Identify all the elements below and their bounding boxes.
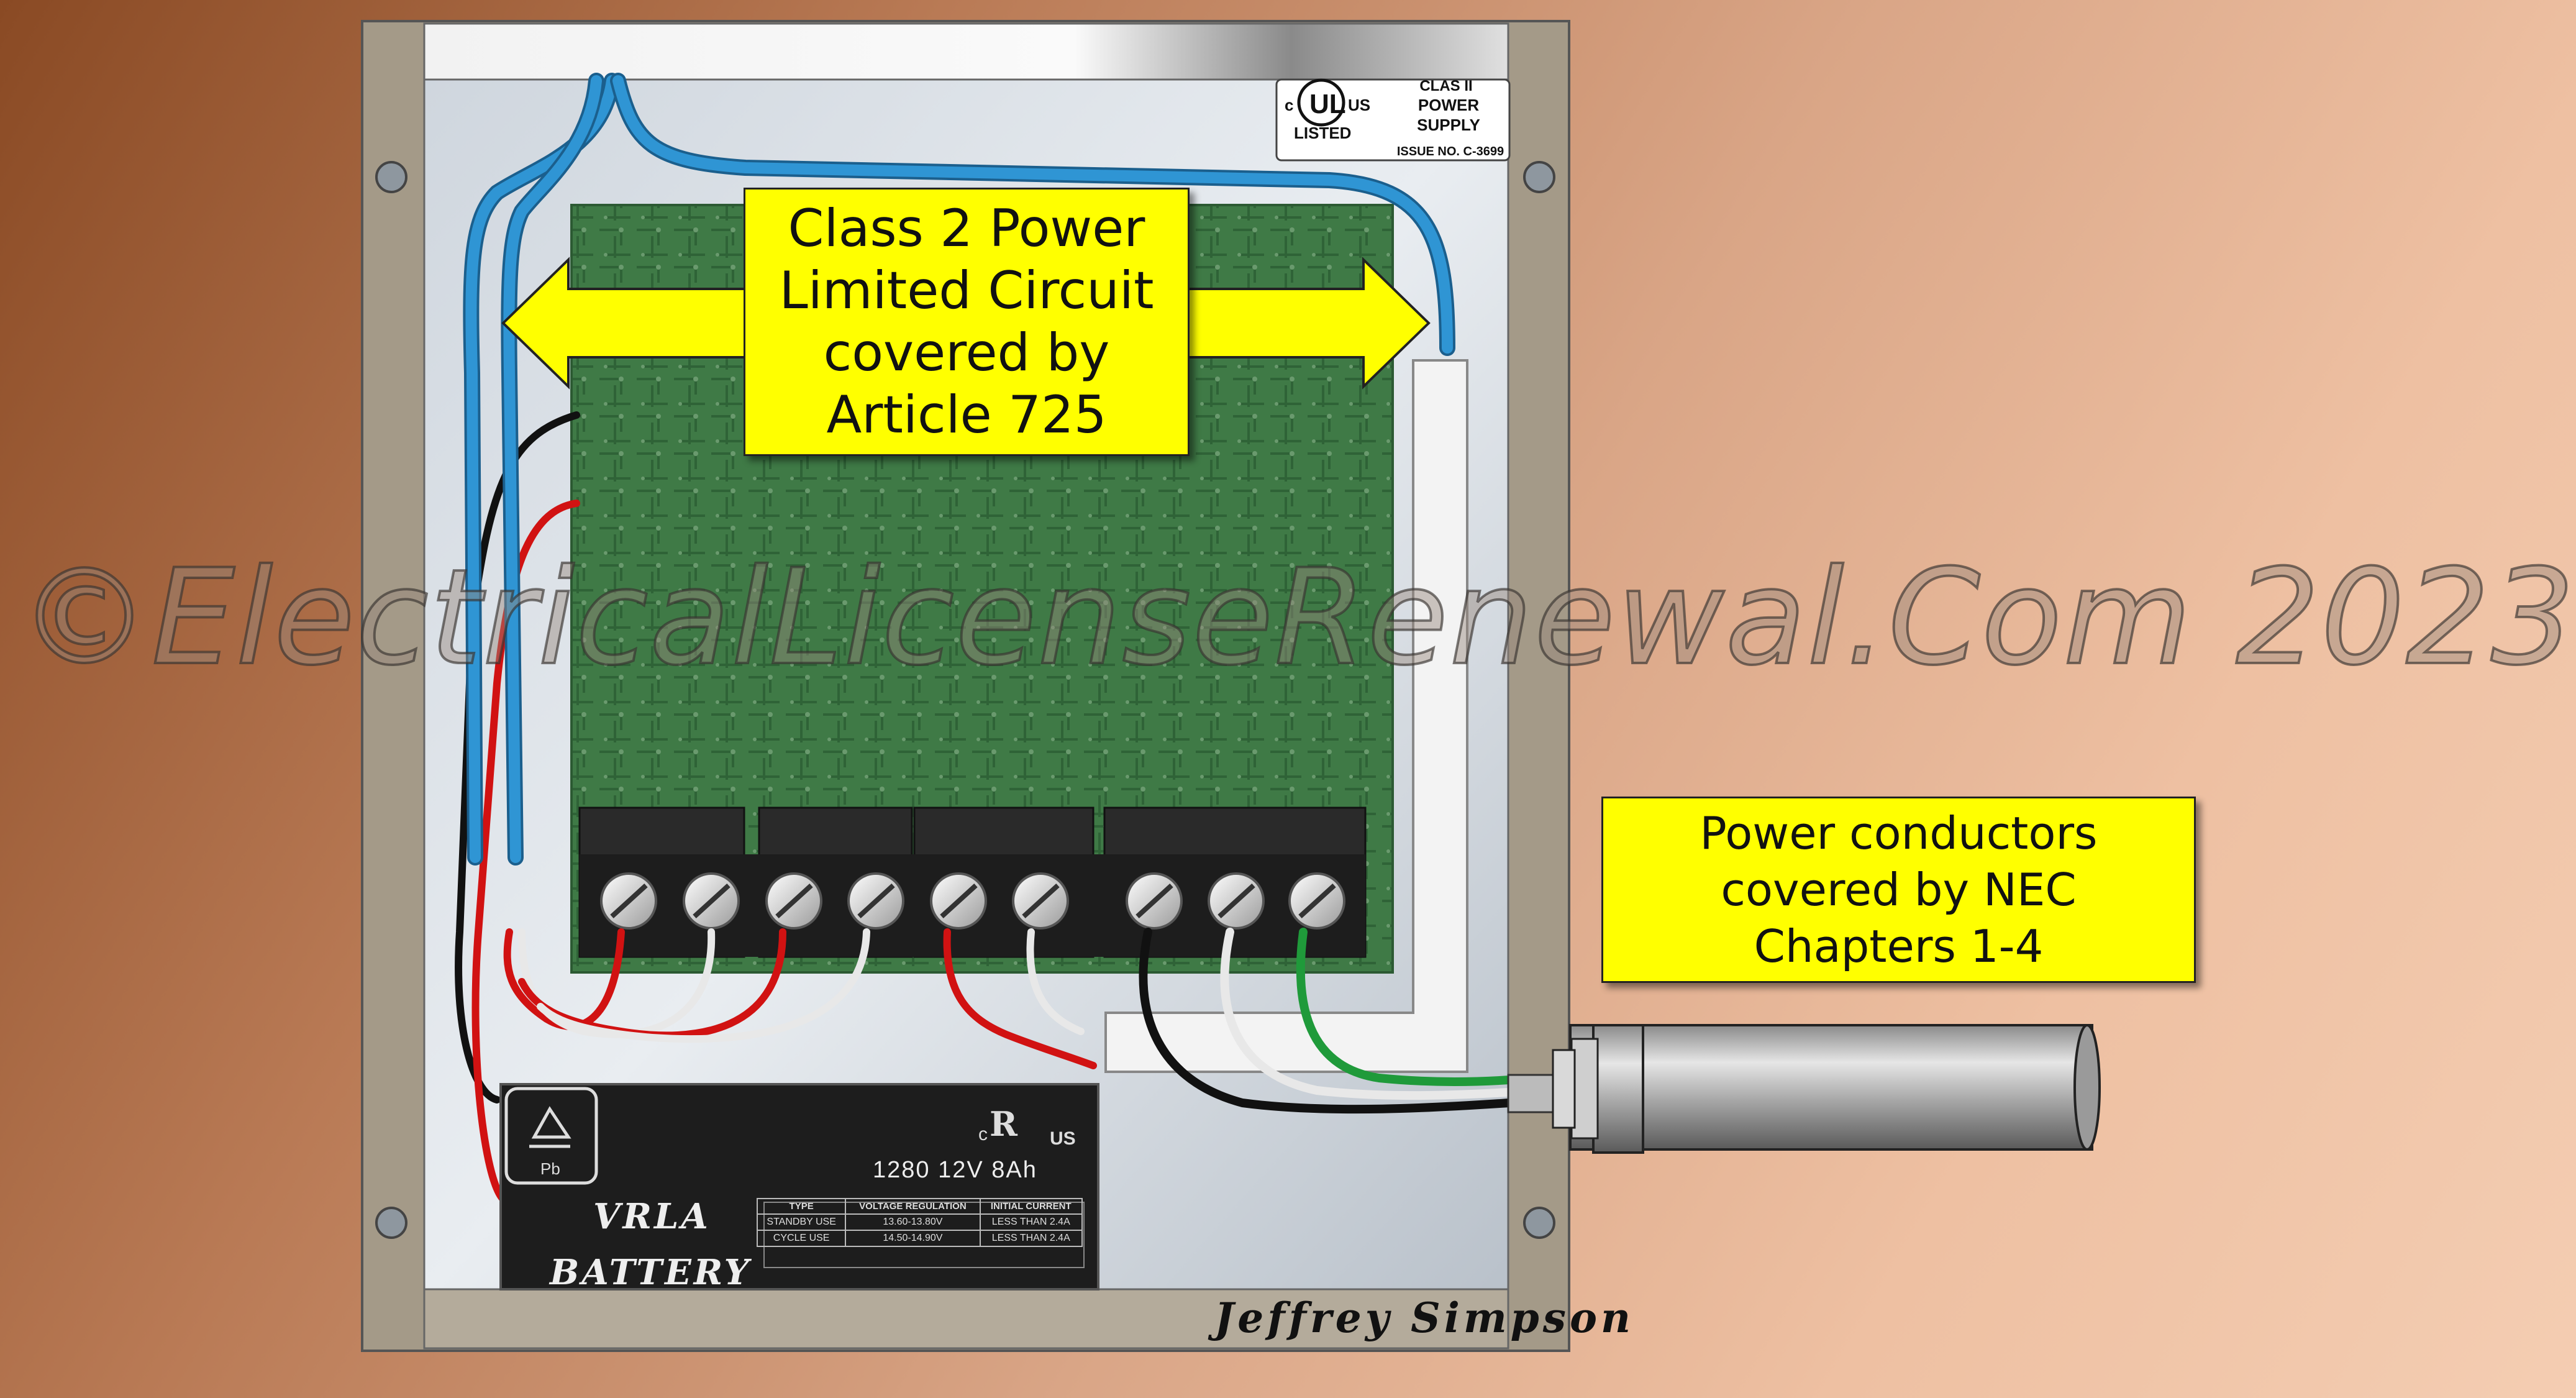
wire-blue-3-highlight [612, 75, 1453, 354]
conduit-fitting [1507, 1024, 2101, 1154]
mount-hole [1523, 1207, 1555, 1239]
table-header-row: TYPE VOLTAGE REGULATION INITIAL CURRENT [756, 1198, 1083, 1215]
wire-white-loop-3 [1026, 928, 1085, 1035]
wire-white-loop-2 [537, 928, 870, 1043]
recycle-icon [529, 1106, 571, 1148]
vrla-battery [499, 1083, 1099, 1291]
ul-listed-text: LISTED [1294, 124, 1351, 142]
enclosure-top-bar [423, 22, 1509, 81]
wire-blue-2-highlight [503, 75, 602, 863]
power-conductors-callout: Power conductors covered by NEC Chapters… [1601, 797, 2196, 983]
table-header: VOLTAGE REGULATION [845, 1198, 981, 1215]
power-callout-text: Power conductors covered by NEC Chapters… [1700, 806, 2098, 972]
table-cell: LESS THAN 2.4A [979, 1213, 1083, 1231]
battery-battery-label: BATTERY [550, 1252, 752, 1293]
ul-c-text: c [1285, 96, 1293, 114]
table-header: INITIAL CURRENT [979, 1198, 1083, 1215]
class2-callout-text: Class 2 Power Limited Circuit covered by… [779, 198, 1154, 445]
recycle-badge [504, 1087, 598, 1185]
battery-vrla-label: VRLA [593, 1196, 711, 1237]
battery-ur-mark: R [990, 1104, 1018, 1144]
ul-us-text: US [1348, 96, 1370, 114]
author-signature: Jeffrey Simpson [1214, 1294, 1634, 1342]
battery-spec: 1280 12V 8Ah [873, 1157, 1037, 1183]
table-cell: CYCLE USE [756, 1230, 847, 1247]
table-cell: STANDBY USE [756, 1213, 847, 1231]
ul-power-text: POWER [1418, 96, 1479, 114]
battery-cert-us: US [1050, 1128, 1076, 1149]
wire-red-loop-3 [943, 928, 1097, 1069]
ul-supply-text: SUPPLY [1417, 116, 1480, 134]
copyright-watermark: ©ElectricalLicenseRenewal.Com 2023 [17, 539, 2576, 695]
terminal-screws [600, 872, 1345, 930]
battery-pb-label: Pb [540, 1159, 560, 1178]
battery-cert-c: c [978, 1124, 988, 1144]
ul-issue-text: ISSUE NO. C-3699 [1397, 145, 1504, 158]
wire-red-loop-1 [503, 928, 625, 1030]
wire-red-battery [471, 500, 580, 1203]
table-row: CYCLE USE 14.50-14.90V LESS THAN 2.4A [756, 1230, 1083, 1247]
battery-spec-table: TYPE VOLTAGE REGULATION INITIAL CURRENT … [756, 1198, 1083, 1247]
table-row: STANDBY USE 13.60-13.80V LESS THAN 2.4A [756, 1213, 1083, 1231]
mounting-bracket [1104, 359, 1468, 1073]
wire-green-power [1296, 928, 1514, 1087]
enclosure-bottom-bar [423, 1288, 1509, 1350]
ul-listing-label: c UL US LISTED CLAS II POWER SUPPLY ISSU… [1275, 78, 1511, 162]
table-cell: 13.60-13.80V [845, 1213, 981, 1231]
mount-hole [375, 161, 407, 193]
ul-mark-text: UL [1309, 89, 1346, 119]
wire-white-power [1220, 928, 1514, 1100]
wiring [455, 73, 1514, 1203]
table-cell: 14.50-14.90V [845, 1230, 981, 1247]
table-cell: LESS THAN 2.4A [979, 1230, 1083, 1247]
table-header: TYPE [756, 1198, 847, 1215]
mount-hole [375, 1207, 407, 1239]
wire-black-power [1139, 928, 1514, 1114]
ul-class-text: CLAS II [1419, 78, 1472, 94]
class2-callout: Class 2 Power Limited Circuit covered by… [744, 188, 1190, 456]
mount-hole [1523, 161, 1555, 193]
